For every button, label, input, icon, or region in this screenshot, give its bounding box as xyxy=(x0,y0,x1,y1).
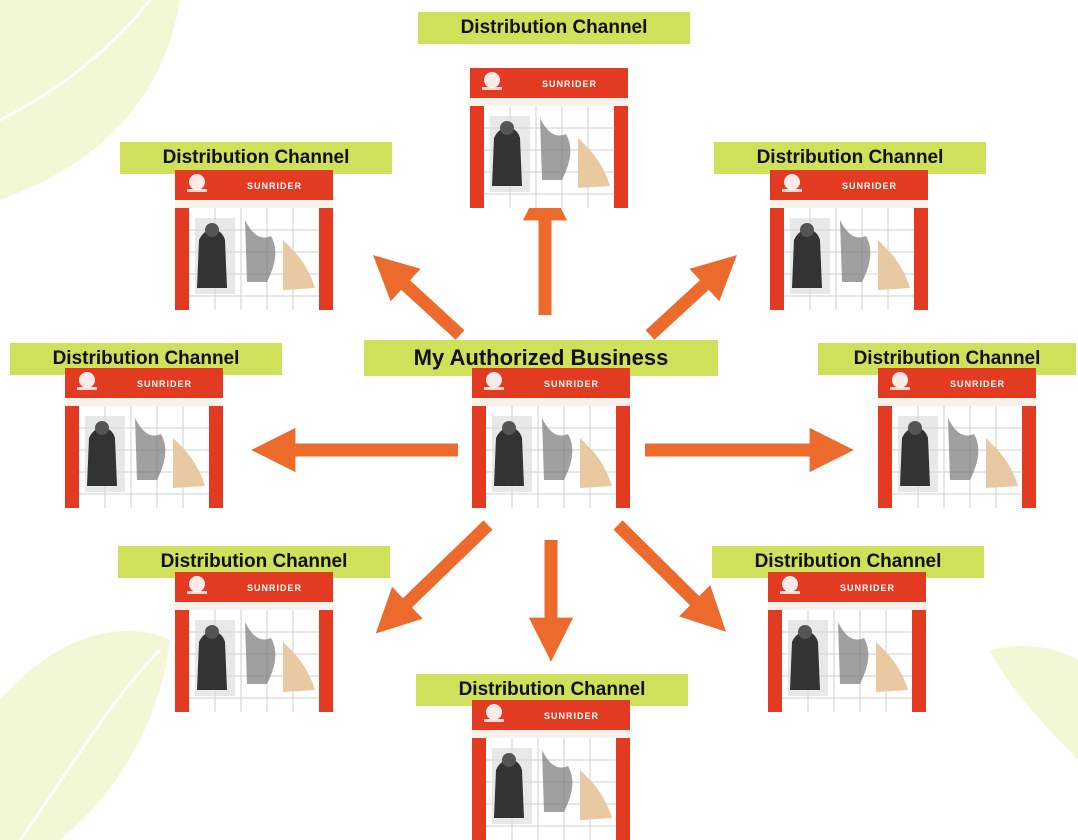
svg-text:SUNRIDER: SUNRIDER xyxy=(950,379,1005,389)
svg-text:SUNRIDER: SUNRIDER xyxy=(247,181,302,191)
leaf-top-left xyxy=(0,0,180,200)
svg-text:SUNRIDER: SUNRIDER xyxy=(137,379,192,389)
storefront-illustration: SUNRIDER xyxy=(65,368,223,508)
svg-text:SUNRIDER: SUNRIDER xyxy=(544,711,599,721)
svg-text:SUNRIDER: SUNRIDER xyxy=(842,181,897,191)
channel-label-top-right: Distribution Channel xyxy=(714,142,986,174)
storefront-illustration: SUNRIDER xyxy=(770,170,928,310)
storefront-illustration: SUNRIDER xyxy=(470,68,628,208)
arrow-up-left xyxy=(373,255,465,340)
svg-text:SUNRIDER: SUNRIDER xyxy=(840,583,895,593)
leaf-bottom-right xyxy=(990,645,1078,760)
storefront-illustration: SUNRIDER xyxy=(175,572,333,712)
store-image-bottom: SUNRIDER xyxy=(472,700,630,840)
arrow-down-right xyxy=(613,520,727,632)
channel-label-top-left: Distribution Channel xyxy=(120,142,392,174)
storefront-illustration: SUNRIDER xyxy=(768,572,926,712)
store-image-top-left: SUNRIDER xyxy=(175,170,333,310)
storefront-illustration: SUNRIDER xyxy=(878,368,1036,508)
channel-label-bottom: Distribution Channel xyxy=(416,674,688,706)
channel-label-bottom-left: Distribution Channel xyxy=(118,546,390,578)
channel-label-top: Distribution Channel xyxy=(418,12,690,44)
arrow-up-right xyxy=(645,255,737,340)
store-image-bottom-left: SUNRIDER xyxy=(175,572,333,712)
store-image-right: SUNRIDER xyxy=(878,368,1036,508)
svg-text:SUNRIDER: SUNRIDER xyxy=(247,583,302,593)
svg-text:SUNRIDER: SUNRIDER xyxy=(542,79,597,89)
store-image-bottom-right: SUNRIDER xyxy=(768,572,926,712)
store-image-center: SUNRIDER xyxy=(472,368,630,508)
storefront-illustration: SUNRIDER xyxy=(472,368,630,508)
storefront-illustration: SUNRIDER xyxy=(472,700,630,840)
arrow-down-left xyxy=(375,520,493,634)
store-image-top: SUNRIDER xyxy=(470,68,628,208)
svg-text:SUNRIDER: SUNRIDER xyxy=(544,379,599,389)
storefront-illustration: SUNRIDER xyxy=(175,170,333,310)
center-business-label: My Authorized Business xyxy=(364,340,718,376)
store-image-top-right: SUNRIDER xyxy=(770,170,928,310)
store-image-left: SUNRIDER xyxy=(65,368,223,508)
leaf-bottom-left xyxy=(0,630,170,840)
